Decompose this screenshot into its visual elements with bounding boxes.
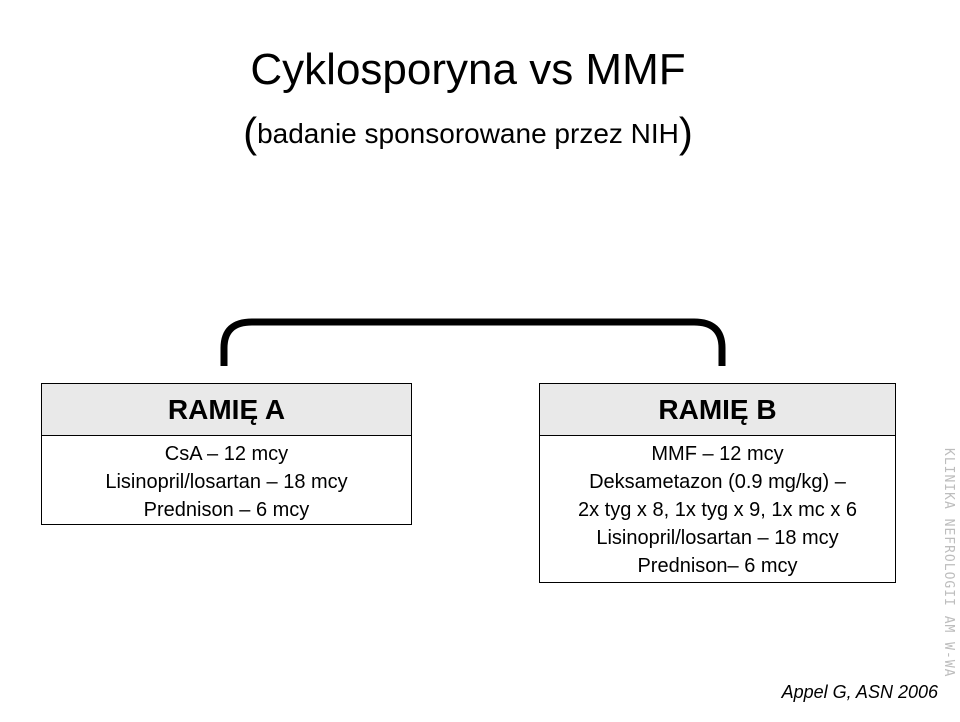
arm-b-line: 2x tyg x 8, 1x tyg x 9, 1x mc x 6 <box>578 499 857 521</box>
arm-a-line: Prednison – 6 mcy <box>143 499 310 521</box>
arm-b-line: Lisinopril/losartan – 18 mcy <box>596 527 839 549</box>
arm-b-body: MMF – 12 mcy Deksametazon (0.9 mg/kg) – … <box>540 436 895 580</box>
arm-b-line: Prednison– 6 mcy <box>637 555 798 577</box>
arm-b-line: Deksametazon (0.9 mg/kg) – <box>589 471 846 493</box>
arm-a-line: Lisinopril/losartan – 18 mcy <box>105 471 348 493</box>
arm-b-heading: RAMIĘ B <box>540 384 895 436</box>
arm-a-box: RAMIĘ A CsA – 12 mcy Lisinopril/losartan… <box>41 383 412 525</box>
arm-a-heading: RAMIĘ A <box>42 384 411 436</box>
subtitle-text: badanie sponsorowane przez NIH <box>257 118 679 149</box>
arm-a-line: CsA – 12 mcy <box>164 443 289 465</box>
citation: Appel G, ASN 2006 <box>781 682 938 702</box>
subtitle-close-paren: ) <box>678 109 693 156</box>
arm-b-line: MMF – 12 mcy <box>651 443 784 465</box>
arm-b-box: RAMIĘ B MMF – 12 mcy Deksametazon (0.9 m… <box>539 383 896 583</box>
connector-bracket <box>220 318 726 366</box>
arm-a-body: CsA – 12 mcy Lisinopril/losartan – 18 mc… <box>42 436 411 524</box>
subtitle-open-paren: ( <box>243 109 258 156</box>
slide-subtitle: (badanie sponsorowane przez NIH) <box>0 108 936 159</box>
slide-title: Cyklosporyna vs MMF <box>250 45 686 94</box>
side-watermark: KLINIKA NEFROLOGII AM W-WA <box>941 448 956 678</box>
